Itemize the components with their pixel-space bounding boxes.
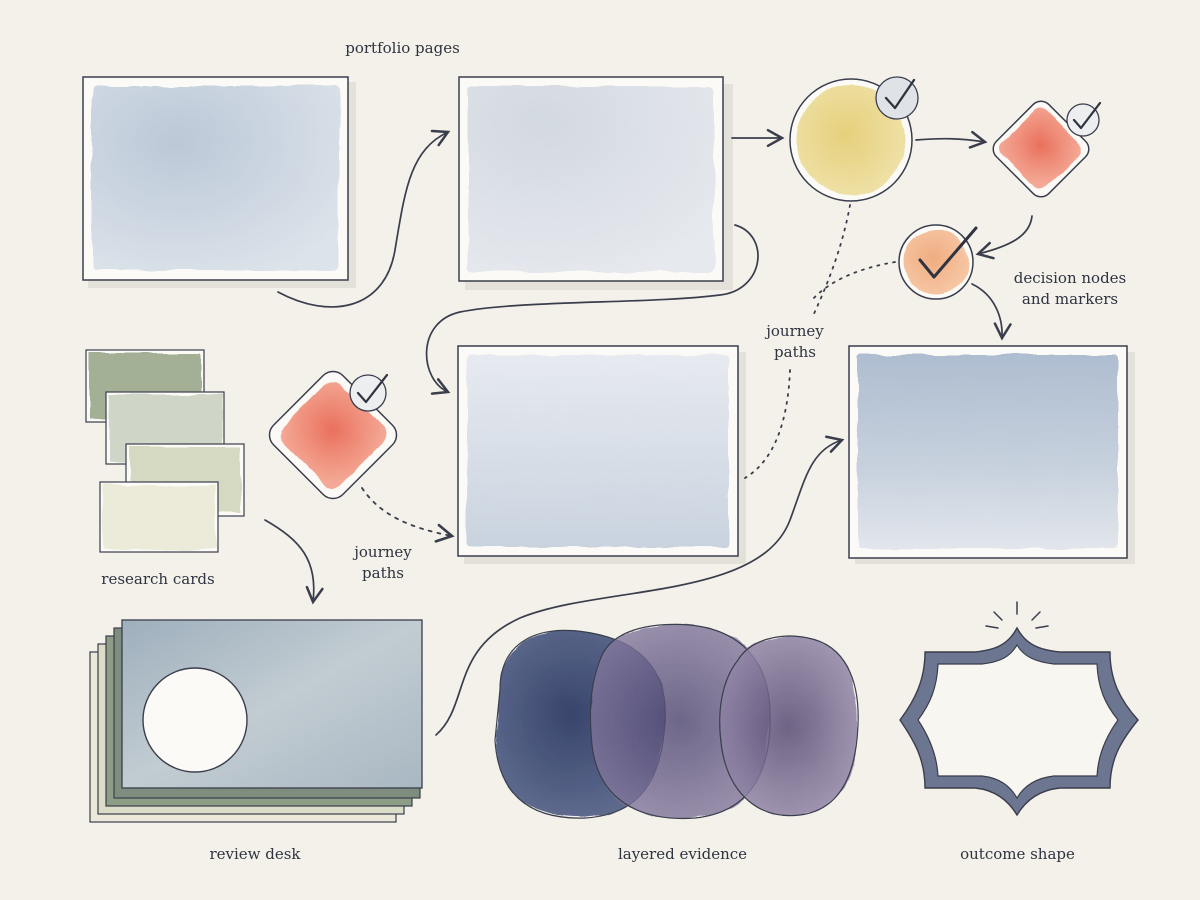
label-journey-paths-left-line1: journey: [354, 543, 412, 561]
portfolio-page-4: [848, 345, 1135, 564]
decision-node-yellow: [789, 76, 919, 202]
evidence-blob-2: [590, 624, 771, 819]
dotted-journey-paths: [361, 204, 896, 543]
check-icon: [349, 373, 389, 412]
label-journey-paths-left-line2: paths: [362, 564, 404, 582]
review-desk: [89, 619, 423, 823]
arrow-page1-to-page2: [277, 129, 451, 308]
research-card-4: [99, 481, 219, 553]
research-cards: [85, 349, 245, 553]
portfolio-page-2: [458, 76, 733, 290]
label-decision-nodes-line1: decision nodes: [1013, 269, 1127, 287]
journey-connectors: [264, 128, 1033, 736]
arrow-desk-to-page4: [435, 435, 845, 736]
label-outcome-shape: outcome shape: [960, 845, 1075, 863]
check-icon: [1066, 101, 1102, 137]
check-icon: [918, 226, 978, 279]
arrow-research-to-desk: [264, 519, 324, 605]
arrow-page2-loop-to-page3: [425, 224, 759, 395]
portfolio-page-1: [82, 76, 356, 288]
arrow-peach-to-page4: [971, 283, 1012, 341]
sparkle-icon: [985, 601, 1049, 629]
decision-marker-peach: [898, 224, 978, 300]
label-portfolio-pages: portfolio pages: [345, 39, 460, 57]
check-icon: [875, 76, 919, 120]
outcome-shape: [899, 601, 1139, 817]
decision-node-coral-left: [268, 370, 398, 500]
arrow-yellow-to-coral: [915, 130, 988, 149]
label-journey-paths-top-line1: journey: [766, 322, 824, 340]
label-research-cards: research cards: [101, 570, 215, 588]
arrow-coral-to-peach: [975, 215, 1033, 260]
label-review-desk: review desk: [209, 845, 301, 863]
layered-evidence: [494, 623, 859, 820]
decision-node-coral-diamond: [992, 100, 1102, 198]
label-journey-paths-left: journey paths: [338, 542, 428, 584]
label-journey-paths-top: journey paths: [750, 321, 840, 363]
label-decision-nodes-line2: and markers: [1021, 290, 1119, 308]
evidence-blob-3: [719, 636, 859, 816]
label-layered-evidence: layered evidence: [617, 845, 748, 863]
portfolio-page-3: [457, 345, 746, 564]
label-journey-paths-top-line2: paths: [774, 343, 816, 361]
label-decision-nodes: decision nodes and markers: [995, 268, 1145, 310]
desk-cutout: [142, 667, 248, 773]
